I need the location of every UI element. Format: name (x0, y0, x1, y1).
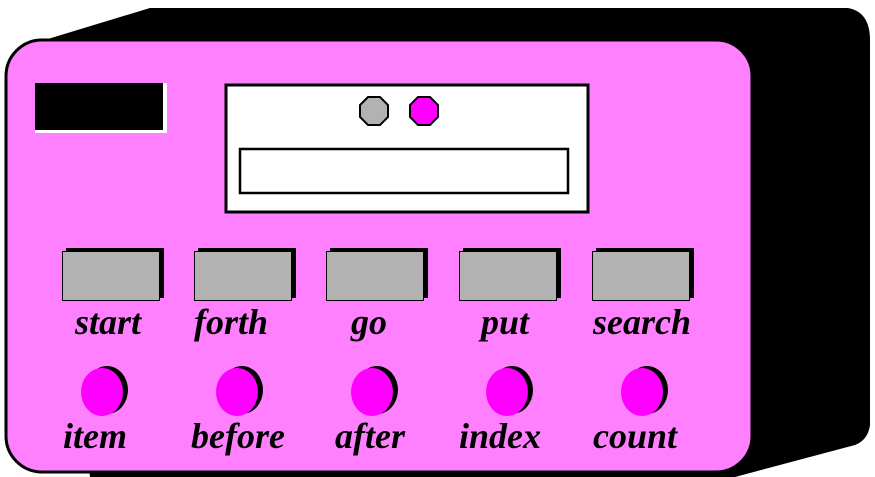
count-button[interactable] (621, 366, 669, 418)
put-button[interactable] (459, 248, 561, 301)
readout-text (246, 156, 562, 186)
search-button[interactable] (592, 248, 694, 301)
after-label: after (335, 416, 405, 456)
index-button[interactable] (486, 366, 534, 418)
after-button[interactable] (351, 366, 399, 418)
put-label: put (480, 302, 530, 342)
item-button[interactable] (81, 366, 129, 418)
index-label: index (458, 416, 542, 456)
go-button[interactable] (326, 248, 428, 301)
nameplate-slot-highlight-right (163, 83, 167, 133)
go-label: go (351, 302, 387, 342)
nameplate-slot (35, 83, 165, 131)
item-label: item (63, 416, 127, 456)
forth-label: forth (193, 302, 269, 342)
magenta-indicator-light (409, 96, 439, 126)
forth-button[interactable] (194, 248, 296, 301)
search-label: search (593, 302, 691, 342)
before-label: before (191, 416, 285, 456)
gray-indicator-light (359, 96, 389, 126)
start-button[interactable] (62, 248, 164, 301)
before-button[interactable] (216, 366, 264, 418)
nameplate-slot-highlight-bottom (35, 130, 167, 133)
count-label: count (592, 416, 678, 456)
readout-field (238, 147, 570, 195)
start-label: start (74, 302, 142, 342)
